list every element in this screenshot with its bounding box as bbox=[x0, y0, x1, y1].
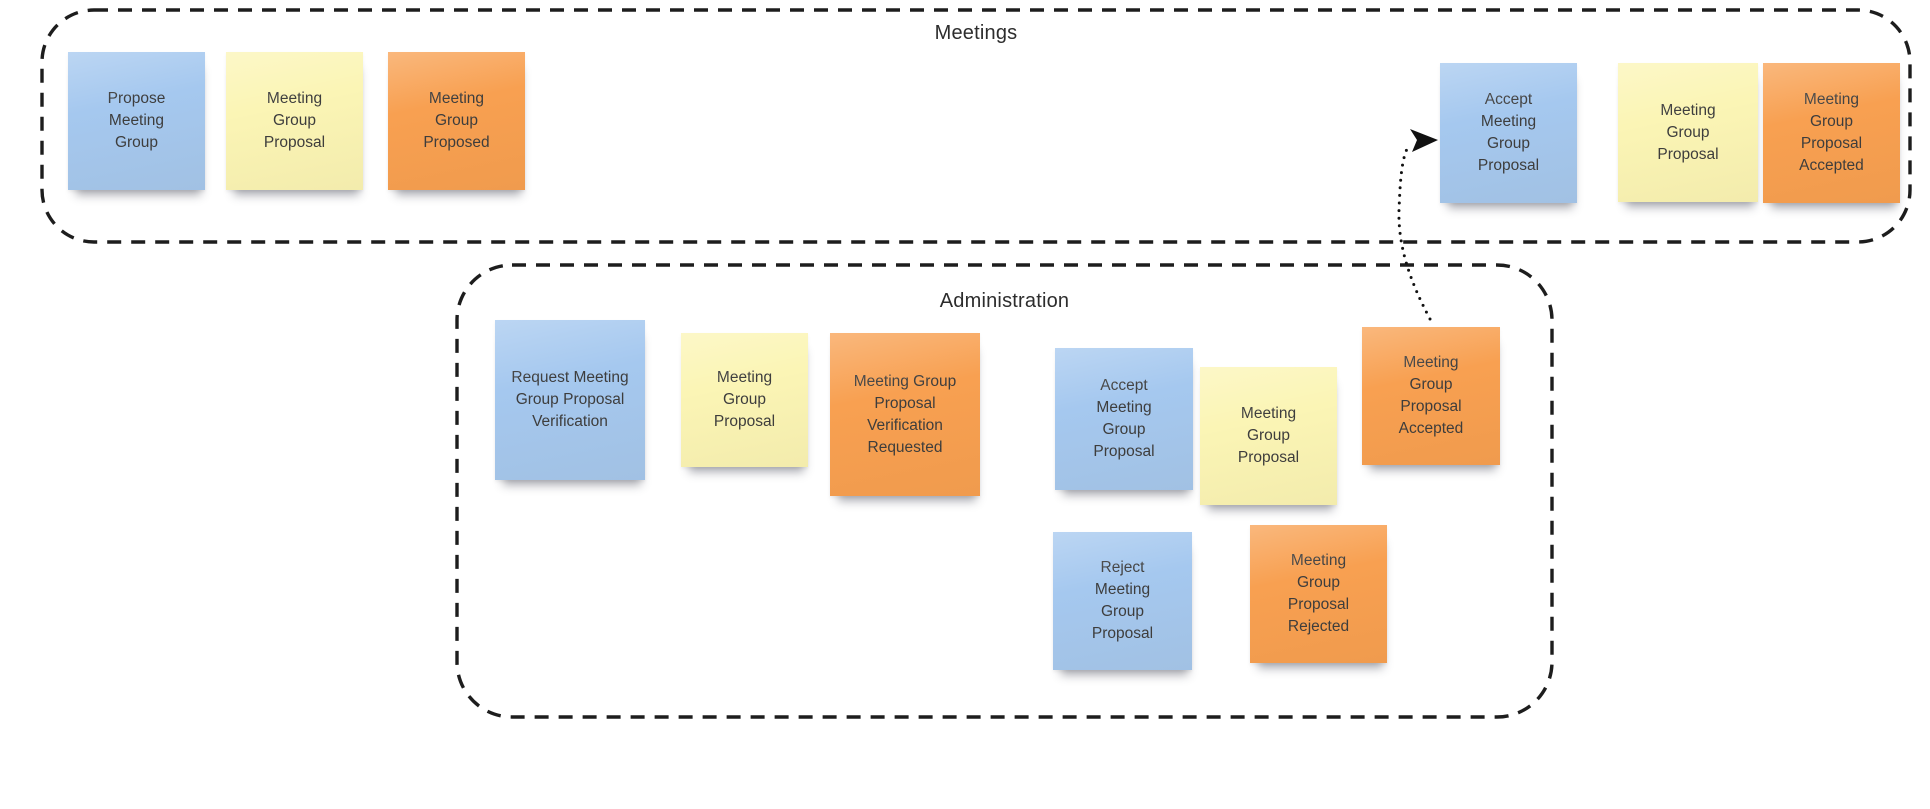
sticky-note-meeting-group-proposal-verification-requested[interactable]: Meeting Group Proposal Verification Requ… bbox=[830, 333, 980, 496]
sticky-note-text: Meeting Group Proposal Accepted bbox=[1799, 91, 1864, 174]
sticky-note-meeting-group-proposal-3[interactable]: Meeting Group Proposal bbox=[681, 333, 808, 467]
sticky-note-accept-meeting-group-proposal-admin[interactable]: Accept Meeting Group Proposal bbox=[1055, 348, 1193, 490]
group-meetings-outline[interactable] bbox=[40, 8, 1912, 244]
sticky-note-text: Reject Meeting Group Proposal bbox=[1091, 559, 1154, 642]
sticky-note-accept-meeting-group-proposal-meetings[interactable]: Accept Meeting Group Proposal bbox=[1440, 63, 1577, 203]
sticky-note-text: Meeting Group Proposal Accepted bbox=[1398, 354, 1464, 437]
sticky-note-text: Meeting Group Proposal bbox=[1657, 101, 1719, 163]
sticky-note-text: Accept Meeting Group Proposal bbox=[1477, 91, 1540, 174]
sticky-note-request-meeting-group-proposal-verification[interactable]: Request Meeting Group Proposal Verificat… bbox=[495, 320, 645, 480]
sticky-note-text: Meeting Group Proposed bbox=[423, 90, 490, 151]
group-label-meetings: Meetings bbox=[934, 22, 1018, 44]
group-label-administration: Administration bbox=[939, 290, 1070, 312]
sticky-note-meeting-group-proposal-accepted-admin[interactable]: Meeting Group Proposal Accepted bbox=[1362, 327, 1500, 465]
sticky-note-text: Propose Meeting Group bbox=[107, 90, 166, 151]
sticky-note-meeting-group-proposal-rejected[interactable]: Meeting Group Proposal Rejected bbox=[1250, 525, 1387, 663]
sticky-note-meeting-group-proposed[interactable]: Meeting Group Proposed bbox=[388, 52, 525, 190]
sticky-note-text: Meeting Group Proposal bbox=[713, 369, 776, 430]
sticky-note-text: Meeting Group Proposal bbox=[263, 90, 326, 151]
sticky-note-reject-meeting-group-proposal[interactable]: Reject Meeting Group Proposal bbox=[1053, 532, 1192, 670]
sticky-note-propose-meeting-group[interactable]: Propose Meeting Group bbox=[68, 52, 205, 190]
sticky-note-text: Meeting Group Proposal Verification Requ… bbox=[853, 372, 957, 456]
sticky-note-meeting-group-proposal-1[interactable]: Meeting Group Proposal bbox=[226, 52, 363, 190]
sticky-note-text: Meeting Group Proposal Rejected bbox=[1287, 552, 1350, 635]
sticky-note-text: Meeting Group Proposal bbox=[1237, 405, 1300, 466]
sticky-note-text: Request Meeting Group Proposal Verificat… bbox=[511, 369, 629, 430]
sticky-note-meeting-group-proposal-4[interactable]: Meeting Group Proposal bbox=[1200, 367, 1337, 505]
sticky-note-meeting-group-proposal-accepted-meetings[interactable]: Meeting Group Proposal Accepted bbox=[1763, 63, 1900, 203]
sticky-note-meeting-group-proposal-2[interactable]: Meeting Group Proposal bbox=[1618, 63, 1758, 202]
flow-arrowhead-icon[interactable] bbox=[1410, 129, 1438, 152]
sticky-note-text: Accept Meeting Group Proposal bbox=[1093, 377, 1155, 460]
group-administration-outline[interactable] bbox=[455, 263, 1554, 719]
